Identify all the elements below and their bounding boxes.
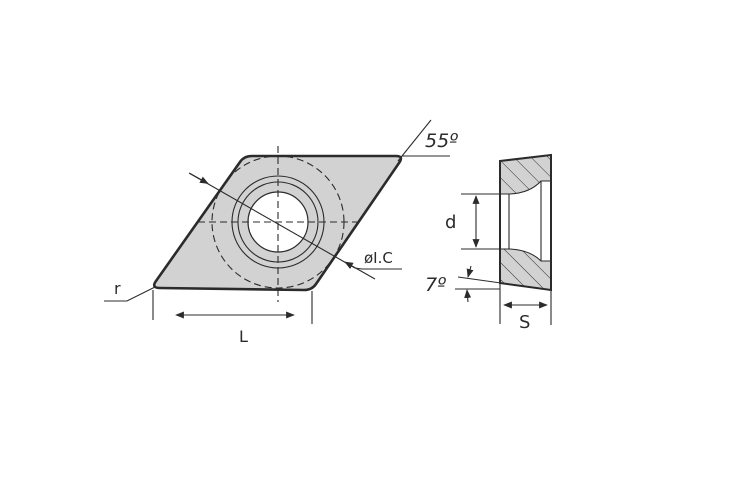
ic-leader — [354, 267, 402, 270]
insert-top-view: øI.C 55º r L — [104, 119, 458, 346]
angle-leader-diagonal — [397, 119, 432, 162]
ic-dimension-line — [188, 172, 356, 269]
ic-arrow-top — [189, 173, 209, 184]
radius-leader — [104, 286, 156, 302]
angle-55-label: 55º — [425, 130, 458, 152]
ic-arrow-bottom — [344, 261, 376, 280]
clearance-angle-label: 7º — [425, 274, 446, 296]
section-hatch-bottom — [500, 249, 551, 290]
d-label: d — [445, 212, 456, 233]
insert-side-view: d 7º S — [425, 153, 552, 333]
section-hatch-top — [500, 155, 551, 194]
clearance-angle-line — [457, 276, 552, 291]
ic-label: øI.C — [364, 249, 393, 267]
clearance-arrow-bottom — [464, 289, 472, 303]
length-label: L — [239, 327, 248, 346]
clearance-arrow-top — [466, 265, 474, 278]
s-label: S — [519, 312, 530, 333]
radius-label: r — [114, 279, 121, 298]
